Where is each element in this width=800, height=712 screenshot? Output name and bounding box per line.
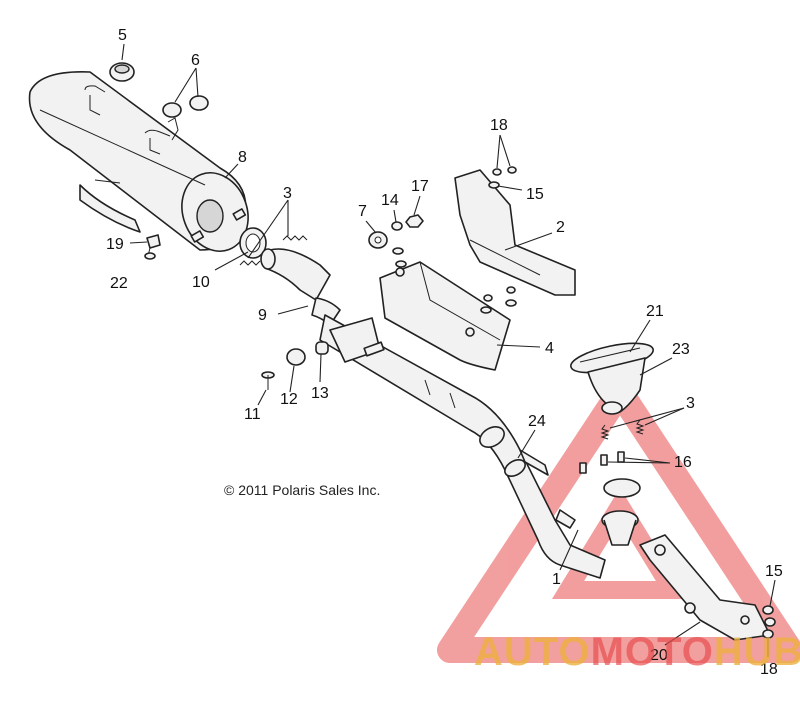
- leader-lines: [121, 43, 776, 657]
- muffler: [28, 71, 249, 252]
- callout-4: 4: [545, 340, 554, 357]
- grommets-6: [162, 95, 209, 118]
- callout-labels: 5 6 8 3 19 22 10 7 14 17 18 15 2 9 4 11 …: [106, 27, 783, 678]
- callout-22: 22: [110, 275, 128, 292]
- bracket-20: [639, 534, 771, 641]
- callout-18-lower: 18: [760, 661, 778, 678]
- callout-7: 7: [358, 203, 367, 220]
- callout-8: 8: [238, 149, 247, 166]
- nut-17: [405, 214, 424, 228]
- callout-11: 11: [244, 406, 261, 423]
- hardware-15-18-lower: [762, 605, 776, 639]
- callout-16: 16: [674, 454, 692, 471]
- bushing-13: [315, 341, 329, 355]
- muffler-hangers: [84, 85, 247, 243]
- callout-10: 10: [192, 274, 210, 291]
- gasket-10: [239, 227, 267, 259]
- header-pipe-1: [319, 314, 606, 579]
- bolt-11: [261, 371, 275, 390]
- collector-cones: [601, 478, 641, 546]
- callout-2: 2: [556, 219, 565, 236]
- spacer-12: [286, 348, 306, 366]
- small-hardware: [392, 247, 517, 314]
- springs-3-upper: [239, 235, 308, 266]
- callout-19: 19: [106, 236, 124, 253]
- callout-15-upper: 15: [526, 186, 544, 203]
- washer-7: [368, 231, 388, 249]
- watermark-part-c: HUB: [713, 630, 800, 674]
- heat-shield-4: [379, 261, 511, 371]
- callout-9: 9: [258, 307, 267, 324]
- bolts-18-upper: [488, 166, 517, 189]
- heat-shield-2: [454, 169, 576, 296]
- callout-20: 20: [650, 647, 668, 664]
- manifold-23: [587, 357, 646, 415]
- callout-21: 21: [646, 303, 664, 320]
- callout-12: 12: [280, 391, 298, 408]
- callout-3-upper: 3: [283, 185, 292, 202]
- watermark-part-a: AUTO: [474, 630, 591, 674]
- callout-14: 14: [381, 192, 399, 209]
- callout-13: 13: [311, 385, 329, 402]
- callout-6: 6: [191, 52, 200, 69]
- callout-23: 23: [672, 341, 690, 358]
- watermark-text: AUTOMOTOHUB: [474, 630, 800, 675]
- pipe-9: [260, 248, 341, 326]
- callout-5: 5: [118, 27, 127, 44]
- callout-17: 17: [411, 178, 429, 195]
- washer-14: [391, 221, 403, 231]
- callout-24: 24: [528, 413, 546, 430]
- callout-18-upper: 18: [490, 117, 508, 134]
- callout-3-lower: 3: [686, 395, 695, 412]
- grommet-5: [109, 62, 135, 82]
- callout-1: 1: [552, 571, 561, 588]
- bolt-19: [144, 234, 161, 260]
- copyright-notice: © 2011 Polaris Sales Inc.: [224, 482, 381, 498]
- springs-3-lower: [600, 419, 645, 440]
- callout-15-lower: 15: [765, 563, 783, 580]
- gasket-24: [479, 426, 526, 477]
- watermark-part-b: MOTO: [590, 630, 714, 674]
